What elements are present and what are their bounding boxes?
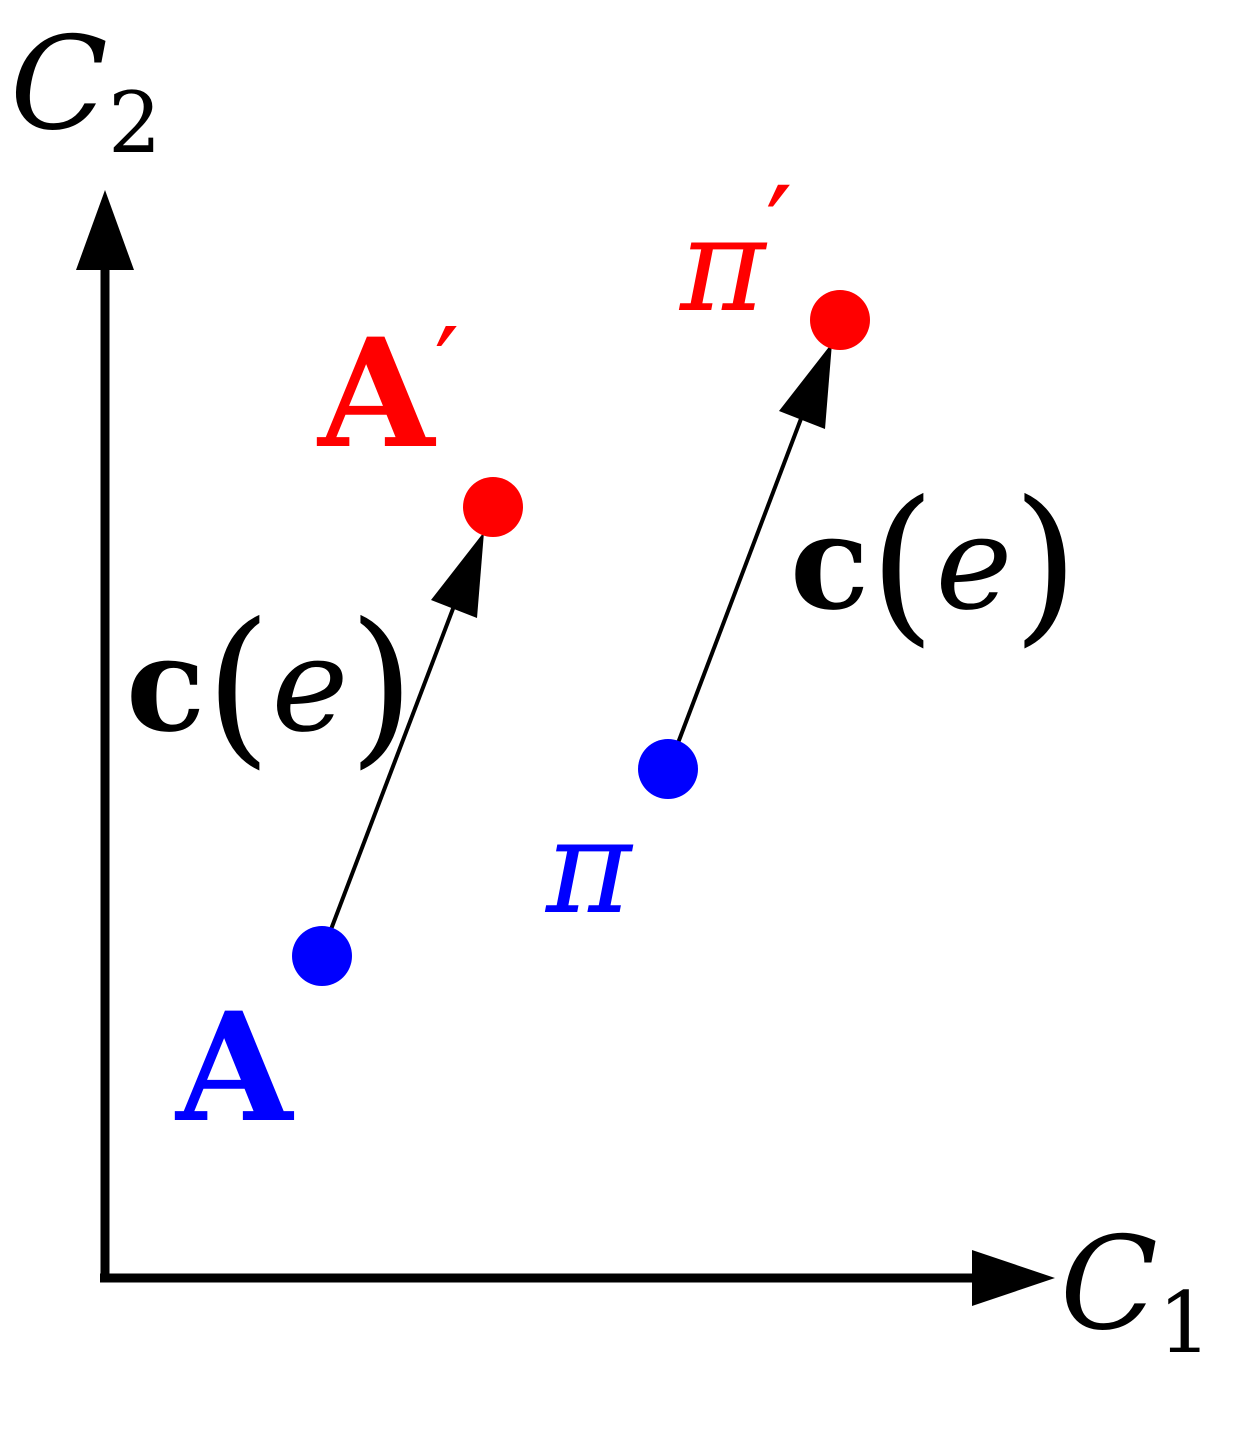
y-axis-label: C2 xyxy=(10,10,161,172)
axes xyxy=(76,190,1055,1306)
vector-right-arrowhead xyxy=(779,343,832,429)
label-pi-prime: π′ xyxy=(678,162,793,341)
vector-right-label-open: ( xyxy=(869,465,935,663)
point-pi-prime xyxy=(810,290,870,350)
vector-left xyxy=(328,532,484,933)
vector-right-label: c(e) xyxy=(790,465,1079,663)
y-axis-label-sub: 2 xyxy=(108,74,161,172)
label-pi: π xyxy=(544,791,634,943)
vector-left-label-close: ) xyxy=(348,587,414,785)
vector-right-label-e: e xyxy=(935,487,1012,639)
label-A: A xyxy=(174,980,295,1156)
point-A-prime xyxy=(463,477,523,537)
vector-right-label-close: ) xyxy=(1012,465,1078,663)
vector-left-label: c(e) xyxy=(126,587,415,785)
vector-right-label-c: c xyxy=(790,486,869,639)
label-pi-prime-mark: ′ xyxy=(765,162,792,301)
x-axis-label-main: C xyxy=(1060,1210,1158,1359)
y-axis-arrowhead xyxy=(76,190,134,270)
x-axis-label: C1 xyxy=(1060,1210,1211,1372)
vector-right xyxy=(676,343,832,744)
y-axis-label-main: C xyxy=(10,10,108,159)
vector-left-arrowhead xyxy=(431,532,484,618)
x-axis-label-sub: 1 xyxy=(1158,1274,1211,1372)
label-A-prime-base: A xyxy=(316,306,437,482)
vector-left-label-open: ( xyxy=(205,587,271,785)
vector-left-shaft xyxy=(328,584,464,933)
point-pi xyxy=(638,739,698,799)
label-A-prime-mark: ′ xyxy=(434,304,459,432)
label-pi-base: π xyxy=(544,791,634,943)
x-axis-arrowhead xyxy=(972,1250,1055,1306)
label-pi-prime-base: π xyxy=(678,189,768,341)
label-A-base: A xyxy=(174,980,295,1156)
vector-right-shaft xyxy=(676,394,812,744)
point-A xyxy=(292,926,352,986)
vector-left-label-e: e xyxy=(271,609,348,761)
label-A-prime: A′ xyxy=(316,304,459,482)
vector-left-label-c: c xyxy=(126,608,205,761)
